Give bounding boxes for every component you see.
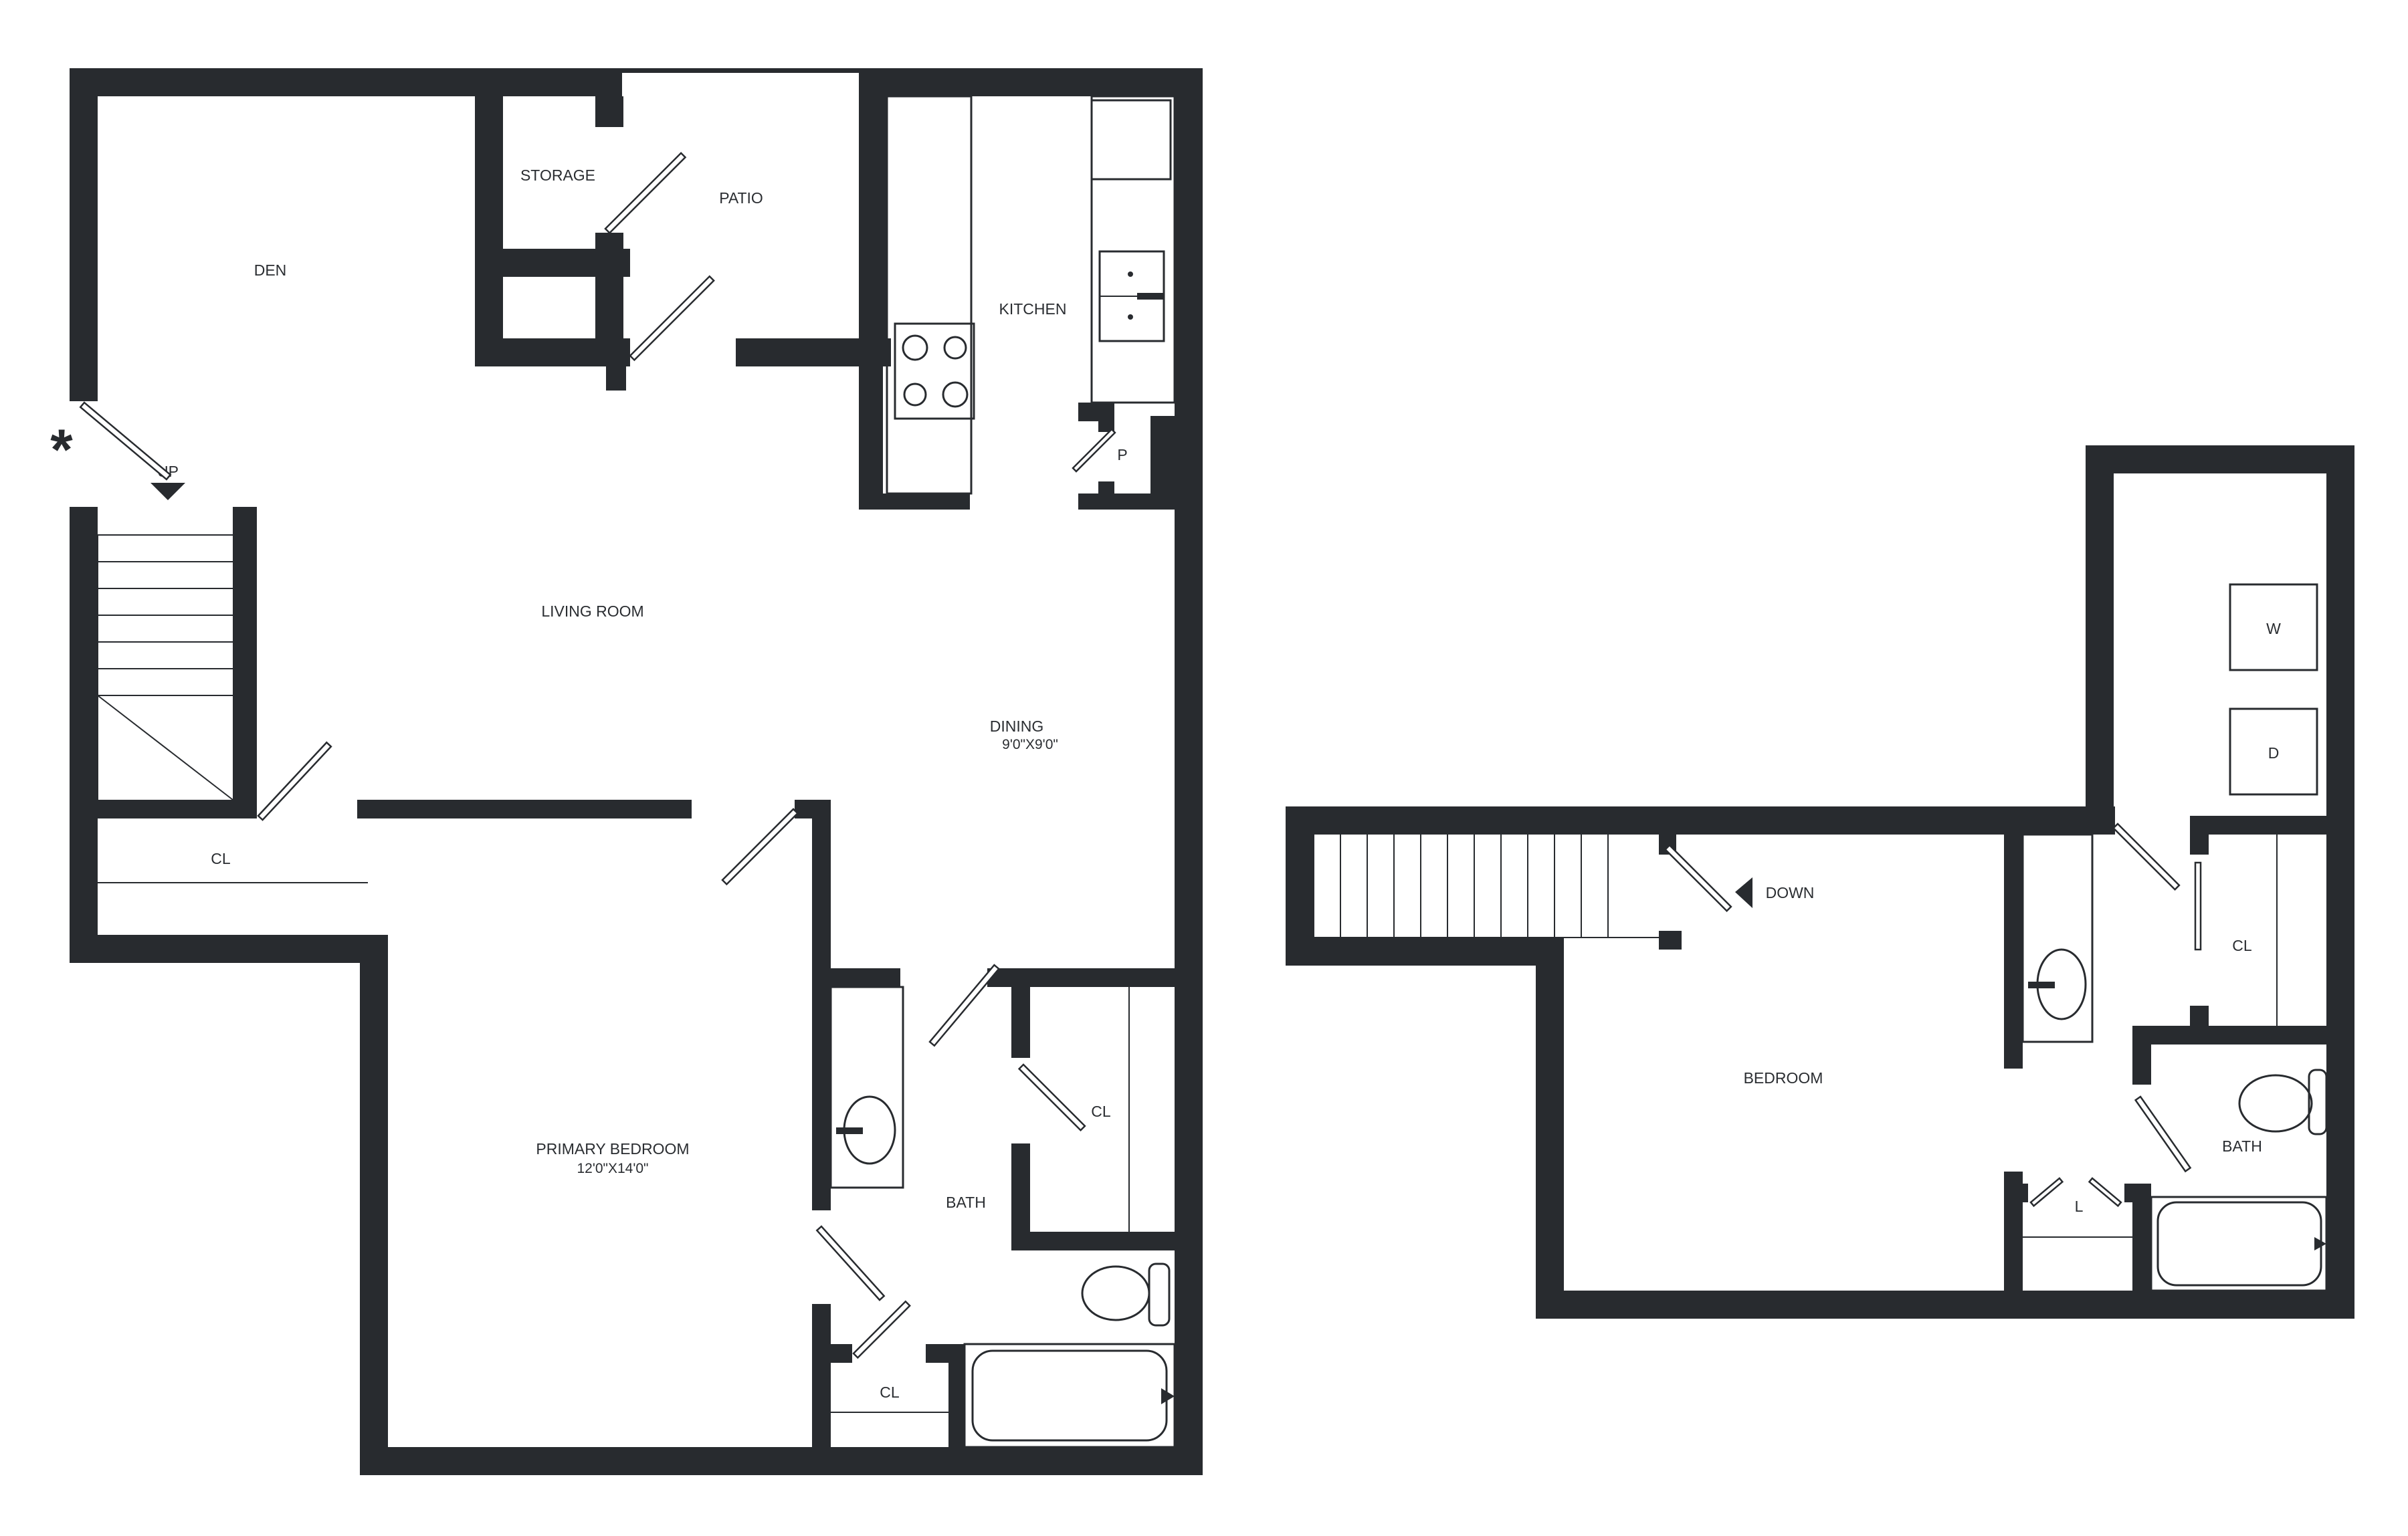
bath-label: BATH [946,1194,986,1211]
bedroom-label: BEDROOM [1744,1069,1823,1087]
washer-label: W [2266,620,2281,637]
upper-bath-door[interactable] [2134,1095,2192,1173]
upper-closet-door[interactable] [2194,861,2202,951]
bath-closet-label: CL [1091,1103,1111,1120]
pantry-door[interactable] [1072,428,1116,473]
dining-size-label: 9'0"X9'0" [1002,737,1058,752]
stair-up-arrow-icon [150,483,185,500]
storage-door[interactable] [604,152,687,235]
laundry-fixtures: W D [2229,583,2318,796]
floor-2-stairs: DOWN [1313,835,1815,938]
kitchen-fixtures [886,95,1176,495]
floor-2-doors [1664,822,2202,1208]
den-label: DEN [254,261,287,279]
dining-label: DINING [990,718,1044,735]
upper-bath-label: BATH [2222,1137,2262,1155]
upper-bathtub [2150,1196,2328,1292]
upper-stair-door[interactable] [1664,844,1732,913]
floor-1-labels: DEN STORAGE PATIO KITCHEN P LIVING ROOM … [211,167,1127,1401]
floor-1-bath-fixtures [829,986,1176,1448]
floor-1-plan: UP * [50,68,1203,1475]
linen-door-right[interactable] [2088,1177,2122,1208]
floor-2-plan: DOWN W D [1286,445,2354,1319]
bath-closet-door[interactable] [1017,1063,1086,1132]
bath-entry-door[interactable] [815,1225,886,1301]
primary-bedroom-size-label: 12'0"X14'0" [577,1161,648,1176]
floor-1-walls [70,68,1203,1475]
laundry-door[interactable] [2112,822,2181,891]
floor-2-walls [1286,445,2354,1319]
bathtub [963,1343,1176,1448]
kitchen-label: KITCHEN [999,300,1067,318]
primary-bedroom-door[interactable] [721,808,799,886]
linen-door-left[interactable] [2029,1177,2064,1208]
living-room-label: LIVING ROOM [541,602,643,620]
storage-label: STORAGE [520,167,595,184]
floor-2-labels: BEDROOM BATH CL L [1744,937,2262,1215]
bedroom-closet-door[interactable] [852,1300,911,1359]
upper-closet-label: CL [2232,937,2252,954]
floor-1-doors [79,152,1116,1359]
dryer-label: D [2268,744,2280,762]
floor-1-stairs: UP [97,463,233,802]
pantry-label: P [1117,446,1127,463]
stair-down-label: DOWN [1766,884,1815,901]
bath-hall-door[interactable] [928,964,1001,1047]
entry-door[interactable] [79,401,172,481]
patio-door[interactable] [629,275,715,362]
stair-closet-door[interactable] [257,741,332,821]
toilet [1081,1265,1150,1321]
washer [2229,583,2318,671]
dryer [2229,707,2318,796]
primary-bedroom-label: PRIMARY BEDROOM [536,1140,689,1158]
upper-toilet [2238,1074,2313,1133]
refrigerator [1090,99,1172,181]
entry-marker: * [50,418,73,482]
linen-label: L [2075,1198,2084,1215]
stair-closet-label: CL [211,850,231,867]
bedroom-closet-label: CL [880,1384,900,1401]
patio-label: PATIO [719,189,763,207]
cooktop [894,322,975,420]
stair-down-arrow-icon [1735,877,1752,908]
floor-2-bath-fixtures [2021,833,2328,1292]
